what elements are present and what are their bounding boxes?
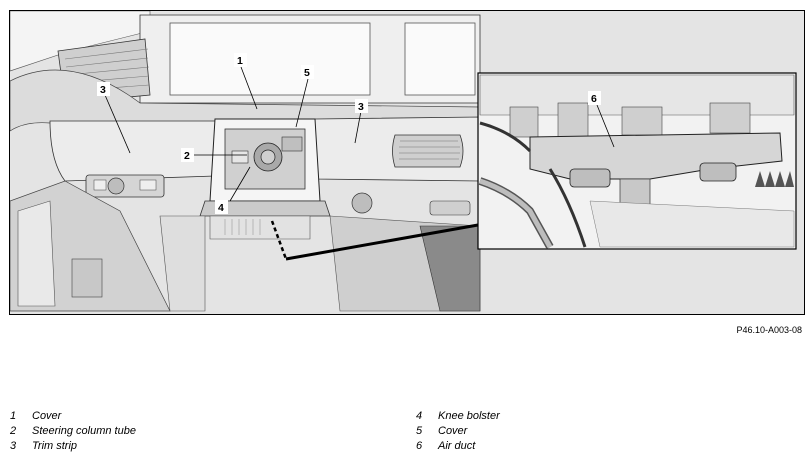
legend-text: Cover (32, 410, 62, 422)
legend-number: 2 (10, 425, 17, 437)
legend-text: Trim strip (32, 440, 78, 452)
legend-right: 4 Knee bolster 5 Cover 6 Air duct (416, 409, 500, 454)
legend-left: 1 Cover 2 Steering column tube 3 Trim strip (10, 409, 136, 454)
diagram-figure: 1 2 3 3 4 5 6 (9, 10, 805, 315)
callout-2: 2 (184, 150, 190, 162)
callout-bg-1 (234, 53, 247, 67)
legend-text: Knee bolster (438, 410, 500, 422)
callout-4: 4 (218, 202, 224, 214)
callout-bg-2 (181, 148, 194, 162)
legend-item: 4 Knee bolster (416, 409, 500, 424)
legend-number: 1 (10, 410, 17, 422)
callout-bg-3a (97, 82, 110, 96)
callout-6: 6 (591, 93, 597, 105)
callout-bg-3b (355, 99, 368, 113)
dashboard-illustration: 1 2 3 3 4 5 6 (10, 11, 804, 314)
legend-text: Steering column tube (32, 425, 136, 437)
callout-labels: 1 2 3 3 4 5 6 (97, 53, 601, 214)
callout-bg-4 (215, 200, 228, 214)
legend-text: Air duct (438, 440, 476, 452)
figure-reference-code: P46.10-A003-08 (736, 325, 802, 335)
callout-3-left: 3 (100, 84, 106, 96)
legend-number: 4 (416, 410, 423, 422)
legend-text: Cover (438, 425, 468, 437)
legend-item: 6 Air duct (416, 439, 500, 454)
callout-bg-6 (588, 91, 601, 105)
legend-number: 6 (416, 440, 423, 452)
legend-item: 3 Trim strip (10, 439, 136, 454)
legend-number: 3 (10, 440, 17, 452)
legend-item: 5 Cover (416, 424, 500, 439)
legend-item: 1 Cover (10, 409, 136, 424)
callout-5: 5 (304, 67, 310, 79)
legend-item: 2 Steering column tube (10, 424, 136, 439)
callout-1: 1 (237, 55, 243, 67)
callout-3-right: 3 (358, 101, 364, 113)
callout-bg-5 (301, 65, 314, 79)
legend-number: 5 (416, 425, 423, 437)
